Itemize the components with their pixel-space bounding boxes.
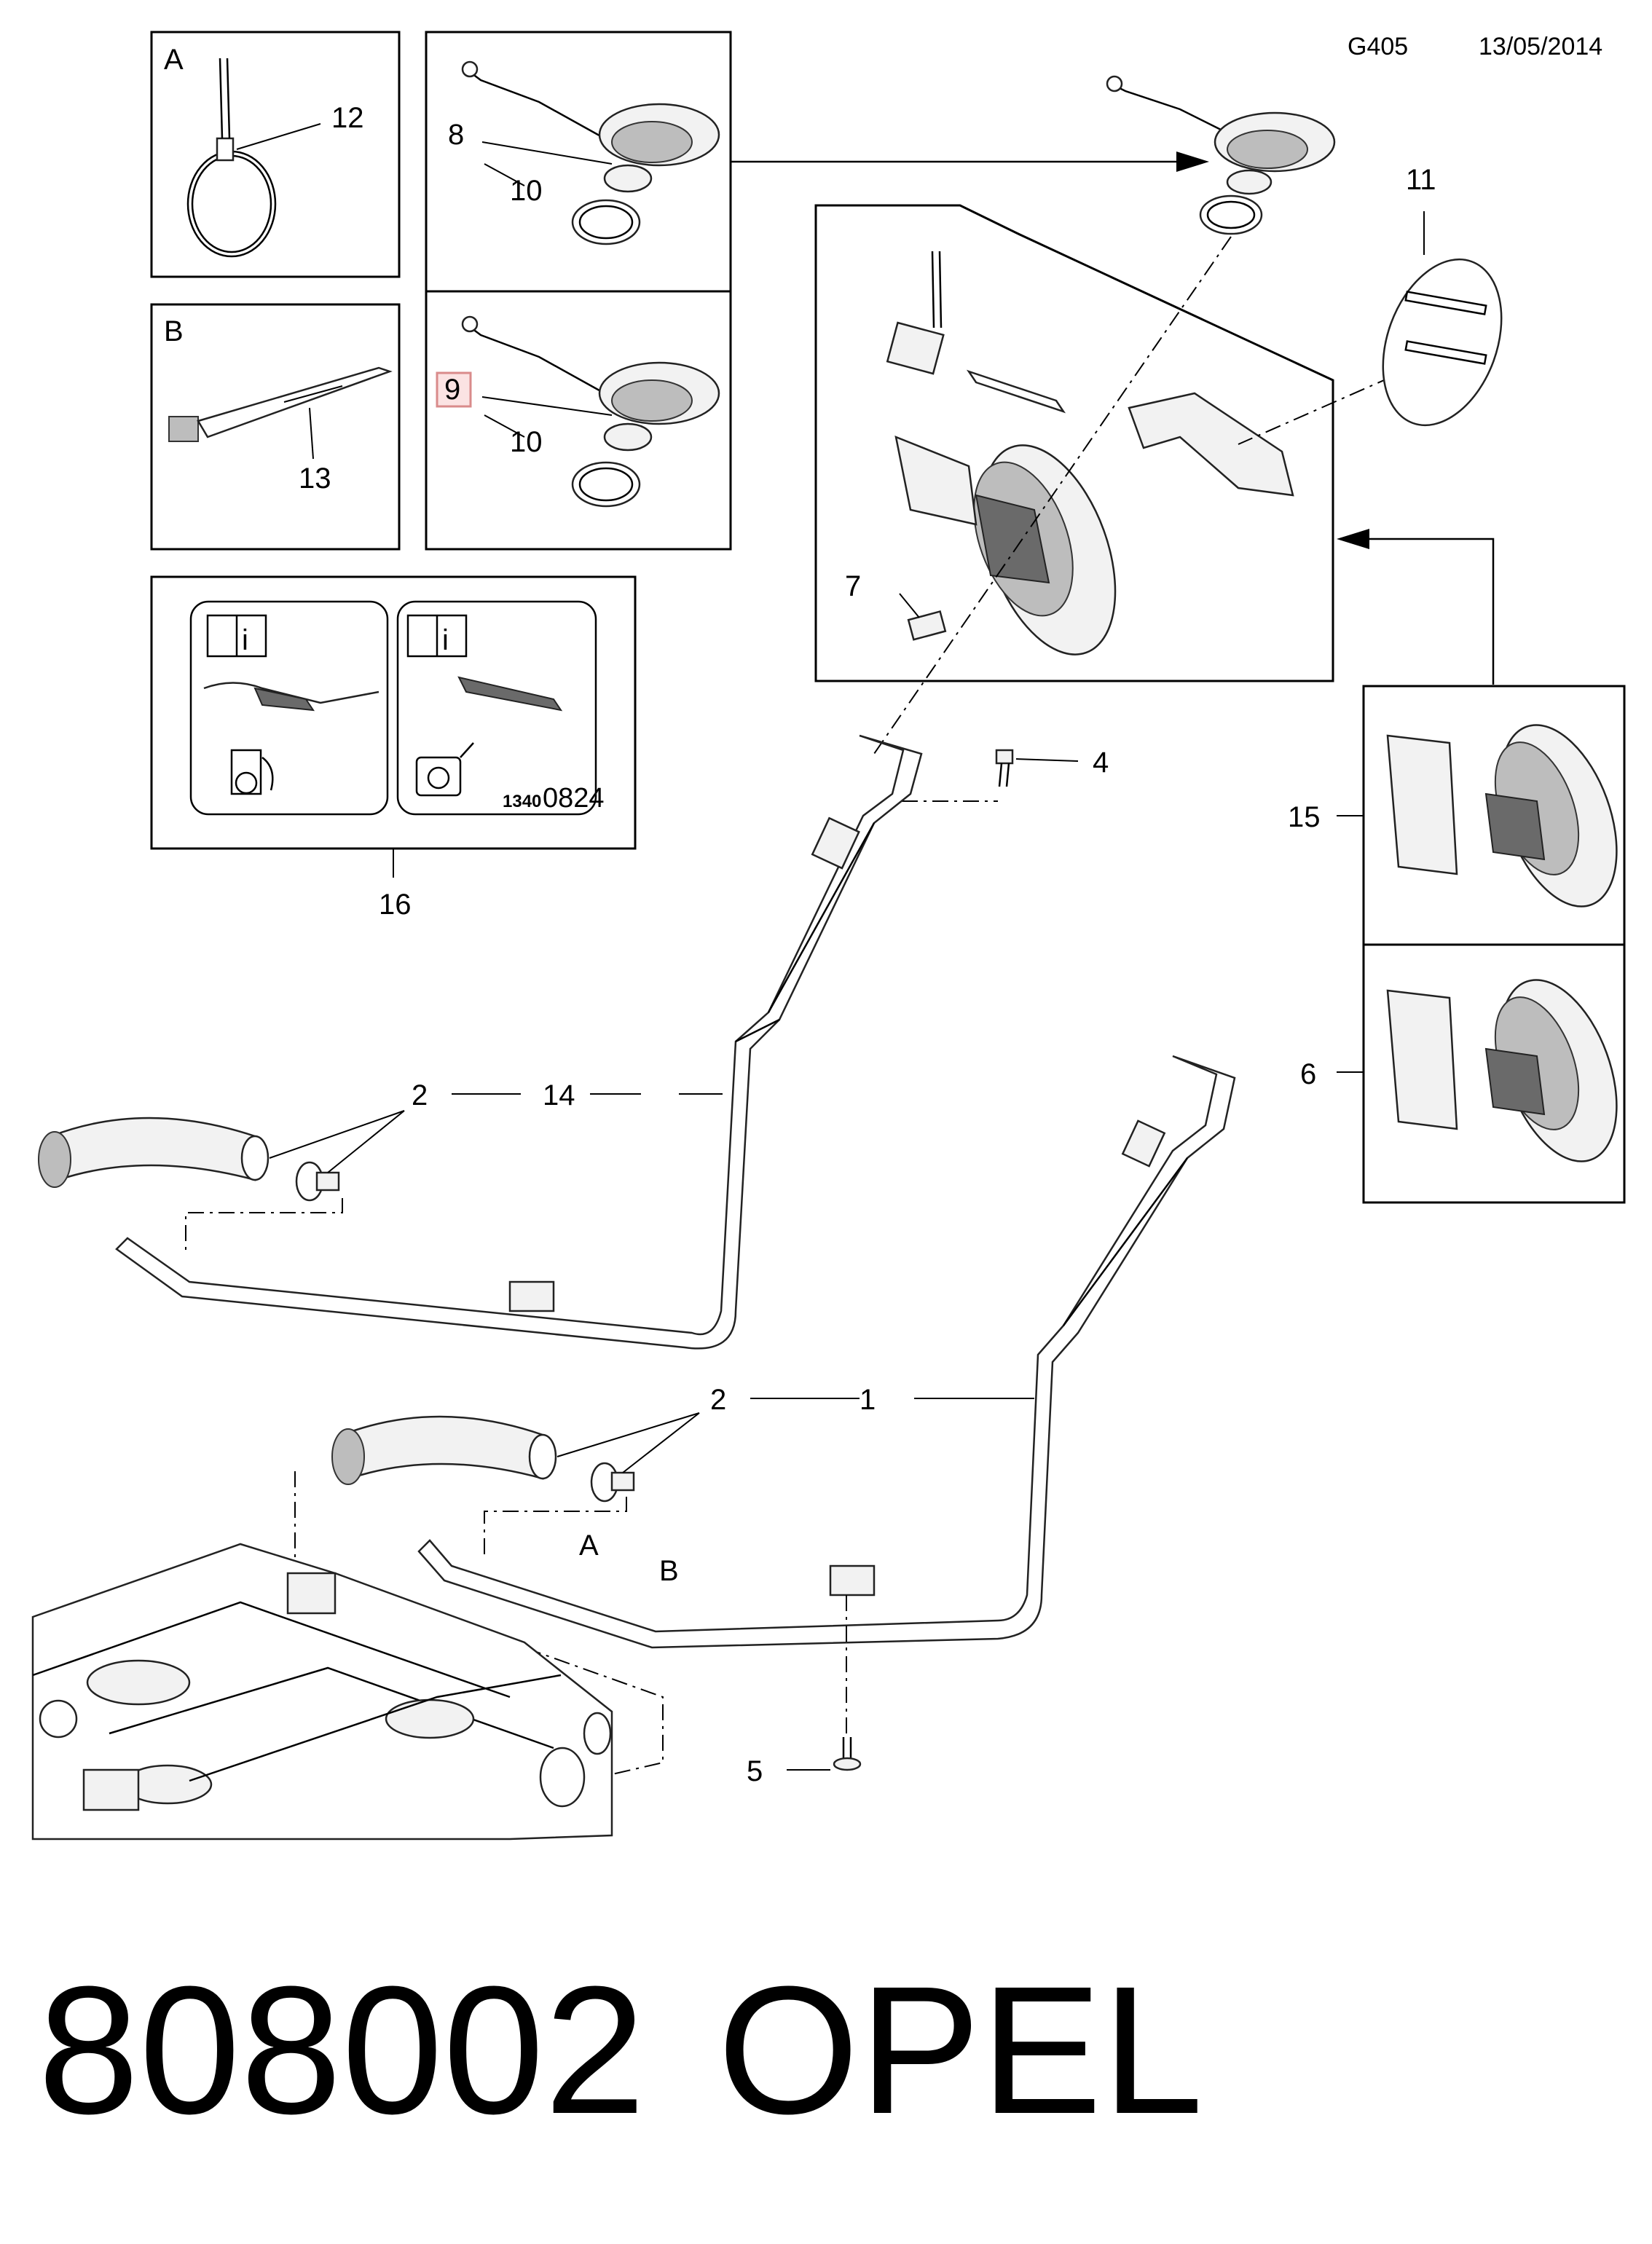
- callout-16: 16: [379, 889, 412, 921]
- cable-tie-loop: [186, 58, 277, 258]
- inset-cap-lower: 9 10: [425, 290, 732, 551]
- hose-upper: [38, 1110, 405, 1202]
- fuel-cap-with-tether: [461, 60, 720, 245]
- callout-6: 6: [1300, 1058, 1316, 1090]
- callout-13: 13: [299, 462, 331, 495]
- svg-text:i: i: [242, 624, 248, 656]
- inset-label-sticker: i i 1340 0824 16: [150, 575, 637, 921]
- callout-2-upper: 2: [412, 1079, 428, 1111]
- callout-15: 15: [1288, 801, 1321, 833]
- diagram-code: G405: [1348, 33, 1408, 60]
- cable-tie-strap: [168, 366, 393, 442]
- fuel-tank: [31, 1543, 613, 1841]
- hose-lower: [331, 1412, 700, 1503]
- pipe-label-a: A: [579, 1530, 599, 1562]
- filler-housing-box: 7: [814, 204, 1334, 682]
- fuel-pump-icon: [230, 749, 274, 795]
- pipe-label-b: B: [659, 1555, 679, 1587]
- inset-a-letter: A: [164, 44, 184, 76]
- callout-1: 1: [860, 1384, 876, 1416]
- callout-4: 4: [1093, 747, 1109, 779]
- sticker-code-small: 1340: [503, 792, 541, 811]
- housing-variant-6: [1386, 979, 1618, 1162]
- callout-7: 7: [845, 570, 861, 602]
- callout-5: 5: [747, 1755, 763, 1787]
- fuel-can-icon: [415, 742, 474, 797]
- inset-b: B 13: [150, 303, 401, 551]
- callout-8: 8: [448, 119, 464, 151]
- inset-housing-variants: [1337, 685, 1626, 1204]
- inset-b-letter: B: [164, 315, 184, 347]
- diagram-date: 13/05/2014: [1479, 33, 1602, 60]
- inset-cap-upper: 8 10: [425, 31, 732, 293]
- info-book-icon-2: i: [406, 614, 468, 658]
- fuel-door-cover: 11: [1382, 164, 1503, 427]
- bolt-4: [995, 749, 1079, 787]
- callout-10-lower: 10: [510, 426, 543, 458]
- fuel-cap-with-tether-alt: [461, 315, 720, 508]
- part-number: 808002: [38, 1948, 646, 2152]
- callout-2-lower: 2: [710, 1384, 726, 1416]
- callout-14: 14: [543, 1079, 575, 1111]
- callout-10-upper: 10: [510, 175, 543, 207]
- brand-name: OPEL: [717, 1948, 1203, 2152]
- bolt-5: [787, 1595, 862, 1771]
- inset-a: A 12: [150, 31, 401, 278]
- main-fuel-cap: [1106, 75, 1336, 235]
- svg-text:i: i: [442, 624, 449, 656]
- info-book-icon: i: [206, 614, 267, 658]
- sticker-code-large: 0824: [543, 783, 605, 814]
- callout-9-highlighted: 9: [444, 374, 460, 406]
- callout-11: 11: [1406, 164, 1436, 196]
- filler-pipe-1: [417, 1055, 1236, 1649]
- highlight-box: [436, 371, 472, 408]
- callout-12: 12: [331, 102, 364, 134]
- housing-variant-15: [1386, 724, 1618, 908]
- filler-pipe-14: [115, 734, 923, 1350]
